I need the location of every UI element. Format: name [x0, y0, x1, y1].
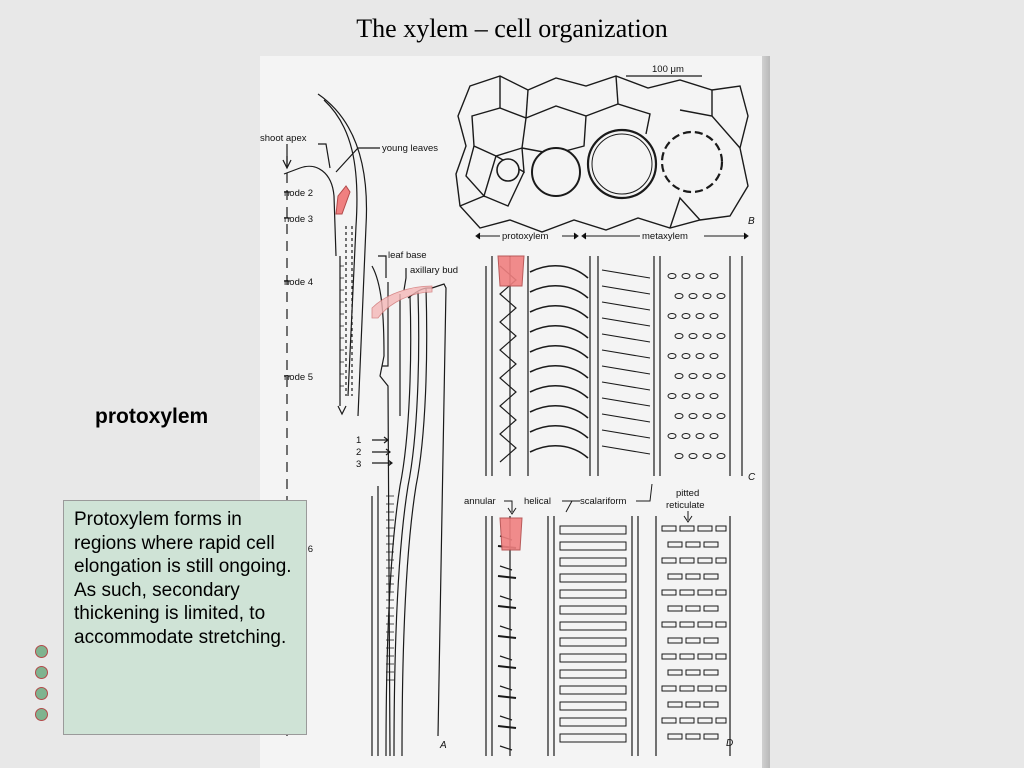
explanation-box: Protoxylem forms in regions where rapid …	[63, 500, 307, 735]
label-helical: helical	[524, 496, 551, 507]
panel-letter-d: D	[726, 738, 733, 749]
bullet-dot	[35, 708, 48, 721]
bullet-dot	[35, 666, 48, 679]
label-young-leaves: young leaves	[382, 143, 438, 154]
label-node-2: node 2	[284, 188, 313, 199]
annular-highlight-c	[497, 255, 525, 287]
vessel-elements-d	[485, 516, 731, 756]
bullet-dot	[35, 645, 48, 658]
slide-title: The xylem – cell organization	[356, 14, 668, 43]
xylem-diagram: shoot apex young leaves node 2 node 3 le…	[260, 64, 756, 757]
protoxylem-vessel	[531, 147, 581, 197]
label-shoot-apex: shoot apex	[260, 133, 307, 144]
axillary-bud-highlight	[371, 285, 433, 319]
bullet-dot	[35, 687, 48, 700]
vessel-elements-c	[485, 256, 743, 476]
label-leaf-base: leaf base	[388, 250, 427, 261]
scalariform-bars-d	[559, 525, 627, 743]
annular-rings-d	[497, 545, 517, 729]
label-scalariform: scalariform	[580, 496, 627, 507]
xylem-figure: shoot apex young leaves node 2 node 3 le…	[260, 56, 770, 768]
label-protoxylem-b: protoxylem	[502, 231, 549, 242]
panel-letter-c: C	[748, 472, 756, 483]
bullet-list	[35, 645, 48, 729]
label-axillary-bud: axillary bud	[410, 265, 458, 276]
metaxylem-vessel-pitted	[660, 130, 724, 194]
panel-letter-a: A	[439, 740, 447, 751]
protoxylem-label: protoxylem	[95, 405, 209, 428]
label-reticulate: reticulate	[666, 500, 705, 511]
panel-letter-b: B	[748, 216, 755, 227]
young-leaf-outline	[317, 93, 368, 417]
reticulate-pattern-d	[661, 525, 727, 740]
annular-highlight-d	[499, 517, 523, 551]
label-3: 3	[356, 459, 361, 470]
label-node-4: node 4	[284, 277, 313, 288]
label-metaxylem: metaxylem	[642, 231, 688, 242]
label-2: 2	[356, 447, 361, 458]
young-leaf-highlight	[335, 185, 351, 215]
label-pitted: pitted	[676, 488, 699, 499]
cross-section-cells	[455, 75, 749, 233]
label-annular: annular	[464, 496, 496, 507]
metaxylem-vessel	[586, 128, 658, 200]
label-scale: 100 μm	[652, 64, 684, 75]
pitted-vessel-pits	[667, 273, 726, 459]
label-node-3: node 3	[284, 214, 313, 225]
label-1: 1	[356, 435, 361, 446]
label-node-5: node 5	[284, 372, 313, 383]
